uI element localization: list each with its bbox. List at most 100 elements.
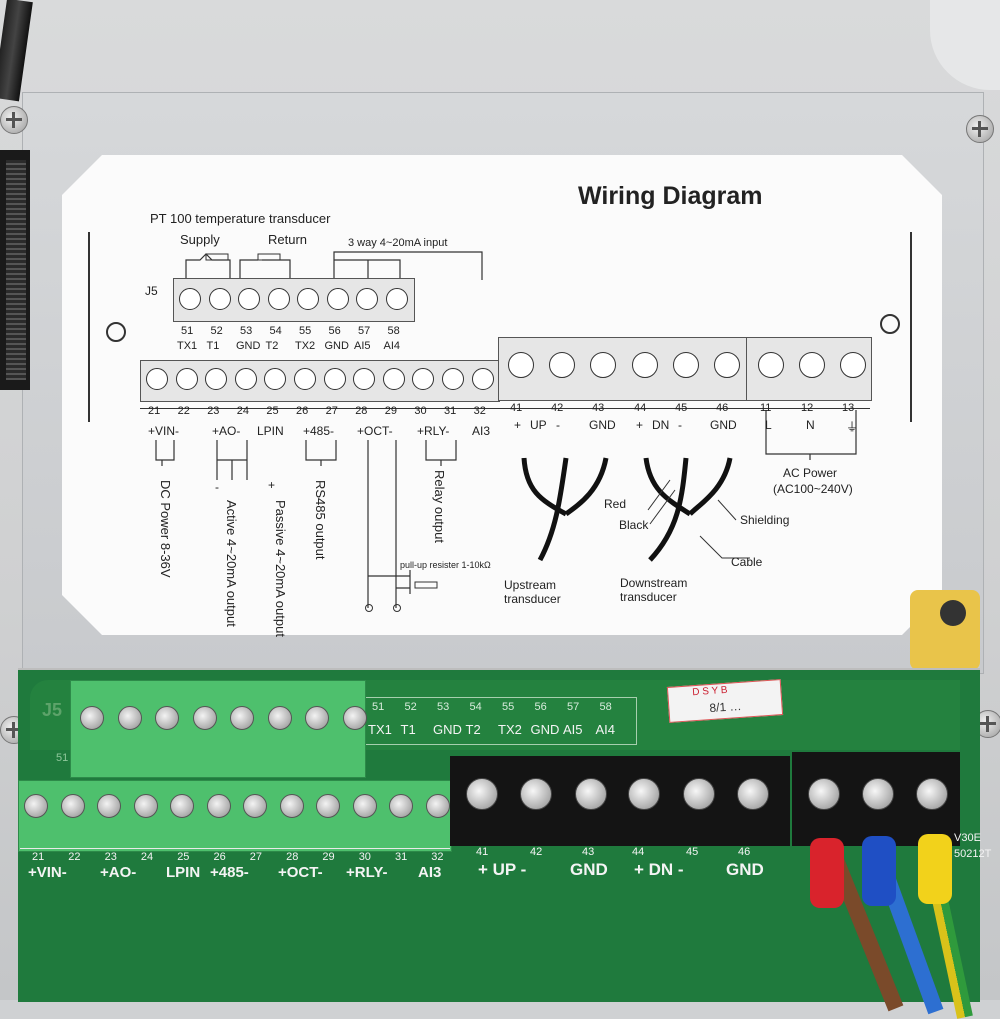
passive-output-label: Passive 4~20mA output (273, 500, 288, 637)
board-terminal-number: 23 (104, 851, 117, 863)
terminal-screw-icon (305, 706, 329, 730)
board-terminal-number: 57 (567, 701, 580, 713)
terminal-screw-icon (230, 706, 254, 730)
terminal-screw-icon (146, 368, 168, 390)
board-terminal-name: T1 (400, 722, 416, 737)
terminal-number: 53 (240, 325, 253, 337)
terminal-screw-icon (508, 352, 534, 378)
board-terminal-name: TX2 (498, 722, 522, 737)
board-terminal-number: 45 (686, 846, 699, 858)
group-label-vin: +VIN- (148, 424, 180, 438)
board-group-label: +RLY- (346, 864, 388, 881)
terminal-screw-icon (133, 794, 158, 818)
board-terminal-number: 26 (213, 851, 226, 863)
blue-lug (862, 836, 896, 906)
board-terminal-number: 29 (322, 851, 335, 863)
terminal-screw-icon (353, 368, 376, 390)
cable-label: Cable (731, 555, 763, 569)
terminal-screw-icon (352, 794, 377, 818)
terminal-function-label: GND (589, 418, 616, 432)
transducer-cables (521, 457, 750, 562)
terminal-number: 25 (266, 405, 279, 417)
board-terminal-number: 25 (177, 851, 190, 863)
terminal-screw-icon (471, 368, 494, 390)
terminal-screw-icon (326, 288, 349, 310)
board-label-51: 51 (56, 752, 69, 764)
red-wire-label: Red (604, 497, 627, 511)
terminal-screw-icon (155, 706, 179, 730)
terminal-screw-icon (382, 368, 405, 390)
terminal-screw-icon (117, 706, 142, 730)
board-dn-label: + DN - (634, 860, 684, 879)
terminal-name: GND (324, 340, 349, 352)
board-terminal-name: GND (530, 722, 560, 737)
pt100-wiring-sketch (185, 251, 483, 280)
terminal-screw-icon (466, 778, 498, 810)
terminal-function-label: - (556, 418, 560, 432)
terminal-number: 27 (325, 405, 338, 417)
upstream-label: Upstream transducer (504, 578, 561, 606)
terminal-screw-icon (575, 778, 607, 810)
terminal-function-label: + (636, 418, 644, 432)
group-label-rly: +RLY- (417, 424, 450, 438)
terminal-number: 46 (716, 402, 729, 414)
terminal-screw-icon (412, 368, 435, 390)
terminal-screw-icon (179, 288, 201, 310)
ac-power-bracket (765, 410, 857, 460)
terminal-screw-icon (737, 778, 769, 810)
board-terminal-number: 53 (437, 701, 450, 713)
label-frame-right (910, 232, 912, 422)
label-title: Wiring Diagram (578, 182, 763, 210)
terminal-screw-icon (208, 288, 231, 310)
terminal-number: 45 (675, 402, 688, 414)
board-terminal-number: 27 (249, 851, 263, 863)
yellow-lug (918, 834, 952, 904)
terminal-screw-icon (297, 288, 319, 310)
terminal-number: 32 (473, 405, 486, 417)
terminal-pin-icon (393, 604, 401, 612)
board-terminal-name: T2 (465, 722, 481, 737)
board-terminal-number: 30 (358, 851, 371, 863)
terminal-function-label: - (678, 418, 682, 432)
terminal-screw-icon (758, 352, 784, 378)
terminal-screw-icon (316, 794, 340, 818)
pullup-label: pull-up resister 1-10kΩ (400, 560, 491, 570)
terminal-screw-icon (175, 368, 198, 390)
terminal-number: 52 (210, 325, 223, 337)
terminal-number: 57 (358, 325, 371, 337)
mounting-hole-icon (106, 322, 126, 342)
terminal-function-label: L (765, 418, 772, 432)
board-side-code-1: V30E (954, 832, 981, 844)
black-wire-label: Black (619, 518, 649, 532)
board-terminal-number: 44 (632, 846, 645, 858)
board-terminal-number: 51 (372, 701, 385, 713)
terminal-screw-icon (673, 352, 699, 378)
board-terminal-number: 42 (530, 846, 543, 858)
terminal-block-21-32 (140, 360, 500, 402)
terminal-function-label: N (806, 418, 815, 432)
board-dn-gnd: GND (726, 860, 764, 879)
group-label-ao: +AO- (212, 424, 241, 438)
group-label-485: +485- (303, 424, 335, 438)
terminal-number: 11 (760, 402, 772, 414)
terminal-screw-icon (425, 794, 450, 818)
hole-icon (940, 600, 966, 626)
group-label-oct: +OCT- (357, 424, 393, 438)
terminal-screw-icon (342, 706, 367, 730)
terminal-name: T1 (206, 340, 220, 352)
board-terminal-number: 41 (476, 846, 489, 858)
terminal-screw-icon (714, 352, 740, 378)
board-terminal-name: AI4 (595, 722, 616, 737)
terminal-number: 12 (801, 402, 814, 414)
terminal-screw-icon (385, 288, 408, 310)
active-output-label: Active 4~20mA output (224, 500, 239, 627)
shielding-label: Shielding (740, 513, 790, 527)
barrier-terminal-block (450, 756, 790, 846)
board-up-label: + UP - (478, 860, 527, 879)
board-group-label: LPIN (166, 864, 201, 881)
terminal-screw-icon (267, 706, 292, 730)
terminal-number: 13 (842, 402, 855, 414)
board-terminal-number: 55 (502, 701, 515, 713)
terminal-screw-icon (356, 288, 378, 310)
board-terminal-number: 24 (140, 851, 154, 863)
